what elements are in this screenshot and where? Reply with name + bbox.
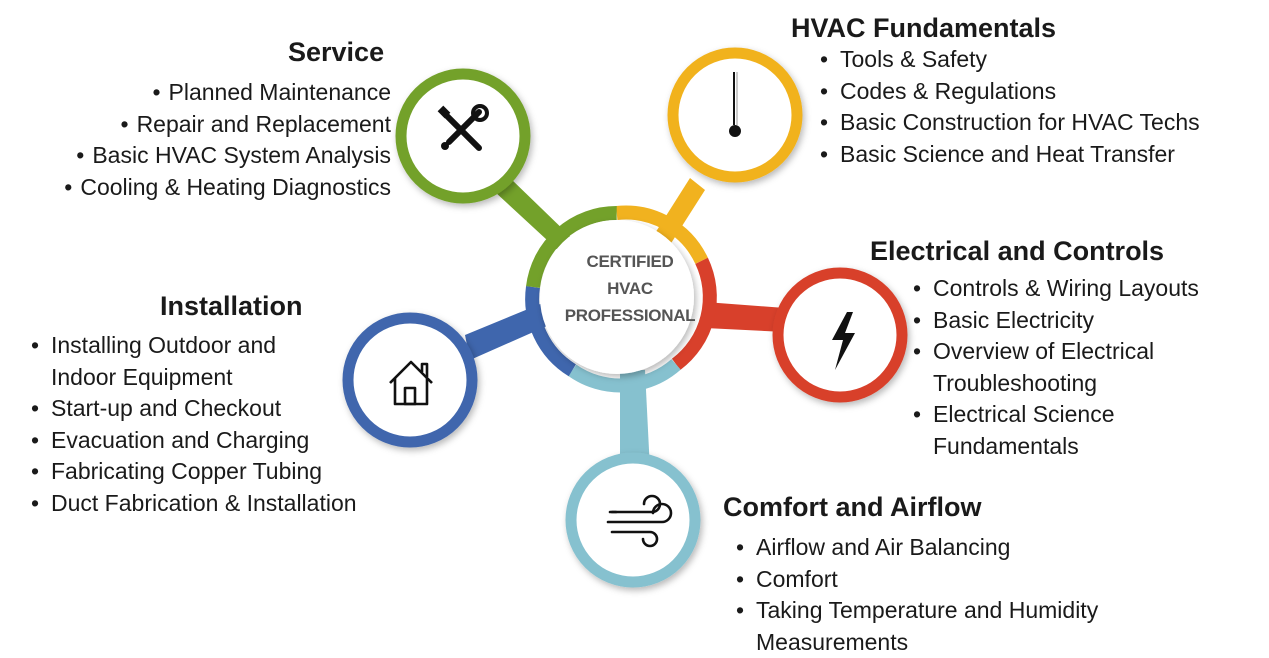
central-ring (525, 205, 717, 393)
connector-airflow (620, 370, 650, 470)
center-line: CERTIFIED (586, 252, 674, 271)
electrical-list: Controls & Wiring Layouts Basic Electric… (911, 273, 1241, 462)
list-item: Basic Science and Heat Transfer (818, 139, 1263, 171)
node-fundamentals (667, 47, 803, 183)
list-item: Basic HVAC System Analysis (64, 140, 391, 172)
center-line: PROFESSIONAL (564, 306, 696, 325)
list-item: Planned Maintenance (64, 77, 392, 109)
ring-arc-electrical (671, 257, 717, 371)
node-service (395, 68, 531, 204)
list-item: Evacuation and Charging (29, 425, 419, 457)
list-item: Installing Outdoor and Indoor Equipment (29, 330, 336, 393)
list-item: Airflow and Air Balancing (734, 532, 1194, 564)
list-item: Repair and Replacement (64, 109, 391, 141)
list-item: Overview of Electrical Troubleshooting (911, 336, 1203, 399)
list-item: Basic Construction for HVAC Techs (818, 107, 1263, 139)
service-heading: Service (288, 37, 385, 67)
list-item: Fabricating Copper Tubing (29, 456, 419, 488)
list-item: Taking Temperature and Humidity Measurem… (734, 595, 1176, 658)
electrical-heading: Electrical and Controls (870, 236, 1165, 266)
airflow-heading: Comfort and Airflow (723, 492, 982, 522)
list-item: Basic Electricity (911, 305, 1241, 337)
tools-icon (437, 104, 489, 151)
ring-arc-fundamentals (615, 205, 708, 264)
list-item: Tools & Safety (818, 44, 1263, 76)
airflow-list: Airflow and Air Balancing Comfort Taking… (734, 532, 1194, 658)
list-item: Cooling & Heating Diagnostics (64, 172, 391, 204)
ring-arc-airflow (568, 359, 681, 393)
list-item: Duct Fabrication & Installation (29, 488, 419, 520)
installation-list: Installing Outdoor and Indoor Equipment … (29, 330, 419, 519)
list-item: Comfort (734, 564, 1194, 596)
node-airflow (565, 452, 701, 588)
thermometer-icon (729, 72, 741, 137)
wind-icon (606, 494, 673, 548)
fundamentals-heading: HVAC Fundamentals (791, 13, 1057, 43)
center-label: CERTIFIED HVAC PROFESSIONAL (545, 248, 715, 329)
ring-arc-installation (525, 286, 577, 377)
list-item: Controls & Wiring Layouts (911, 273, 1241, 305)
ring-arc-service (526, 205, 617, 289)
list-item: Start-up and Checkout (29, 393, 419, 425)
lightning-icon (832, 312, 855, 370)
installation-heading: Installation (160, 291, 303, 321)
node-electrical (772, 267, 908, 403)
list-item: Codes & Regulations (818, 76, 1263, 108)
service-list: Planned Maintenance Repair and Replaceme… (64, 77, 391, 203)
connector-electrical (705, 302, 785, 332)
center-line: HVAC (607, 279, 653, 298)
fundamentals-list: Tools & Safety Codes & Regulations Basic… (818, 44, 1263, 170)
list-item: Electrical Science Fundamentals (911, 399, 1183, 462)
center-circle (540, 220, 694, 374)
